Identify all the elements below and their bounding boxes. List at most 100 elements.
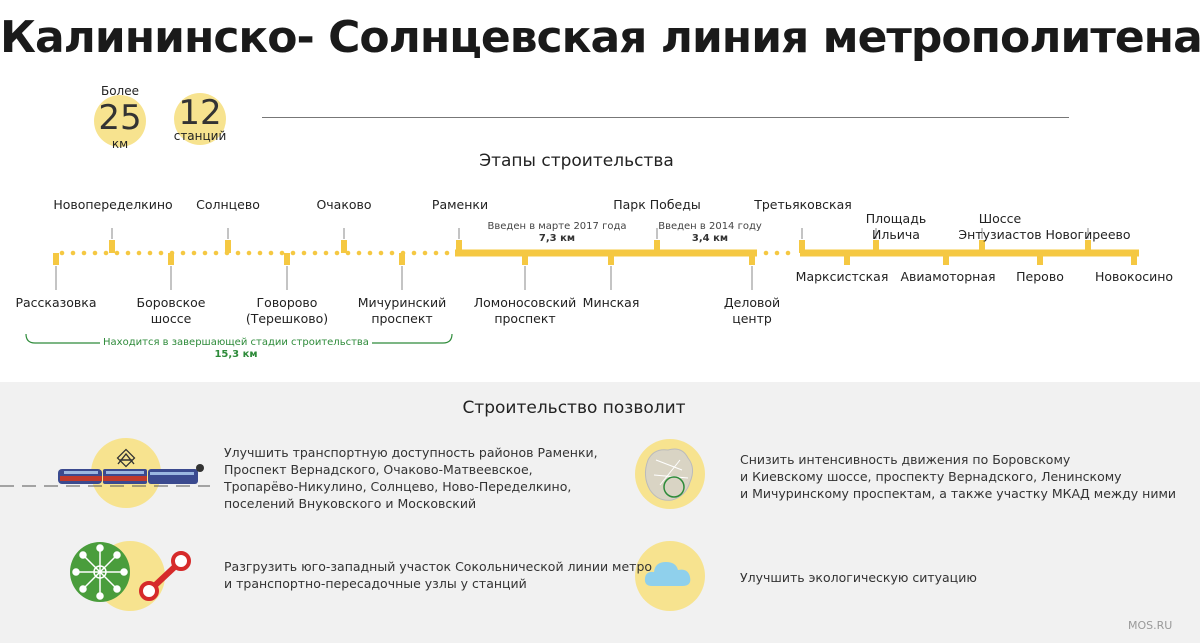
line-dot <box>191 250 197 256</box>
station-tick-bottom <box>168 253 174 265</box>
train-icon <box>0 438 210 508</box>
station-tick-top <box>225 240 231 253</box>
stations-unit: станций <box>173 129 227 143</box>
line-dot <box>433 250 439 256</box>
stations-value: 12 <box>178 93 222 133</box>
line-dot <box>114 250 120 256</box>
benefit-text: Улучшить экологическую ситуацию <box>740 570 977 585</box>
line-dot <box>763 250 769 256</box>
stages-title: Этапы строительства <box>479 151 674 171</box>
station-label-bottom: Марксистская <box>795 269 889 284</box>
line-dot <box>257 250 263 256</box>
construction-bracket <box>25 333 453 344</box>
metro-network-icon <box>70 541 191 611</box>
line-dot <box>444 250 450 256</box>
line-dot <box>235 250 241 256</box>
segment-2017-length: 7,3 км <box>538 233 576 244</box>
line-dot <box>125 250 131 256</box>
station-label-bottom: Перово <box>1016 269 1064 284</box>
station-label-top: Площадь Ильича <box>865 211 927 242</box>
station-label-bottom: Боровское шоссе <box>136 295 206 326</box>
station-tick-bottom <box>943 253 949 265</box>
station-tick-bottom <box>1131 253 1137 265</box>
line-dot <box>323 250 329 256</box>
station-tick-top <box>109 240 115 253</box>
length-unit: км <box>111 137 129 151</box>
metro-line-diagram <box>25 228 1139 344</box>
line-dot <box>312 250 318 256</box>
line-dot <box>103 250 109 256</box>
station-tick-bottom <box>608 253 614 265</box>
divider-line <box>262 117 1069 118</box>
line-dot <box>180 250 186 256</box>
station-tick-bottom <box>53 253 59 265</box>
line-dot <box>389 250 395 256</box>
station-label-top: Парк Победы <box>613 197 701 212</box>
station-tick-top <box>341 240 347 253</box>
stations-circle <box>174 93 226 145</box>
segment-2014-length: 3,4 км <box>691 233 729 244</box>
station-label-bottom: Деловой центр <box>723 295 781 326</box>
line-dot <box>59 250 65 256</box>
station-tick-top <box>1085 240 1091 253</box>
line-dot <box>202 250 208 256</box>
station-tick-bottom <box>284 253 290 265</box>
benefits-section <box>0 382 1200 643</box>
line-dot <box>213 250 219 256</box>
line-dot <box>81 250 87 256</box>
station-label-top: Новогиреево <box>1045 227 1131 242</box>
station-tick-bottom <box>1037 253 1043 265</box>
line-dot <box>367 250 373 256</box>
segment-2014-note: Введен в 2014 году <box>658 221 762 232</box>
station-label-bottom: Рассказовка <box>15 295 97 310</box>
line-dot <box>246 250 252 256</box>
station-tick-top <box>979 240 985 253</box>
station-label-top: Шоссе Энтузиастов <box>958 211 1042 242</box>
station-tick-bottom <box>749 253 755 265</box>
cloud-icon <box>635 541 705 611</box>
station-label-bottom: Новокосино <box>1094 269 1174 284</box>
construction-note: Находится в завершающей стадии строитель… <box>100 337 372 348</box>
line-dot <box>158 250 164 256</box>
footer-logo-text: MOS.RU <box>1128 619 1173 632</box>
benefits-title: Строительство позволит <box>462 398 686 418</box>
station-label-bottom: Ломоносовский проспект <box>473 295 577 326</box>
line-dot <box>136 250 142 256</box>
station-tick-top <box>799 240 805 253</box>
station-label-bottom: Авиамоторная <box>900 269 996 284</box>
station-label-top: Раменки <box>431 197 489 212</box>
line-dot <box>279 250 285 256</box>
line-dot <box>422 250 428 256</box>
station-label-top: Новопеределкино <box>53 197 173 212</box>
station-label-bottom: Минская <box>582 295 640 310</box>
benefit-text: Разгрузить юго-западный участок Сокольни… <box>224 559 653 591</box>
metro-line <box>53 228 1139 290</box>
station-tick-top <box>654 240 660 253</box>
station-tick-bottom <box>399 253 405 265</box>
line-dot <box>147 250 153 256</box>
line-dot <box>70 250 76 256</box>
line-dot <box>774 250 780 256</box>
page-title: Калининско- Солнцевская линия метрополит… <box>0 12 1200 63</box>
line-dot <box>356 250 362 256</box>
line-dot <box>290 250 296 256</box>
line-dot <box>785 250 791 256</box>
line-dot <box>268 250 274 256</box>
station-tick-bottom <box>522 253 528 265</box>
length-prefix: Более <box>100 84 139 98</box>
station-label-top: Солнцево <box>196 197 260 212</box>
station-label-bottom: Говорово (Терешково) <box>245 295 329 326</box>
line-dot <box>92 250 98 256</box>
map-icon <box>635 439 705 509</box>
station-label-bottom: Мичуринский проспект <box>357 295 447 326</box>
line-dot <box>301 250 307 256</box>
length-value: 25 <box>98 98 142 138</box>
benefit-text: Улучшить транспортную доступность районо… <box>224 445 598 511</box>
construction-length: 15,3 км <box>214 349 258 360</box>
station-label-top: Очаково <box>316 197 372 212</box>
station-label-top: Третьяковская <box>754 197 852 212</box>
station-tick-top <box>873 240 879 253</box>
station-tick-top <box>456 240 462 253</box>
line-dot <box>411 250 417 256</box>
line-dot <box>334 250 340 256</box>
